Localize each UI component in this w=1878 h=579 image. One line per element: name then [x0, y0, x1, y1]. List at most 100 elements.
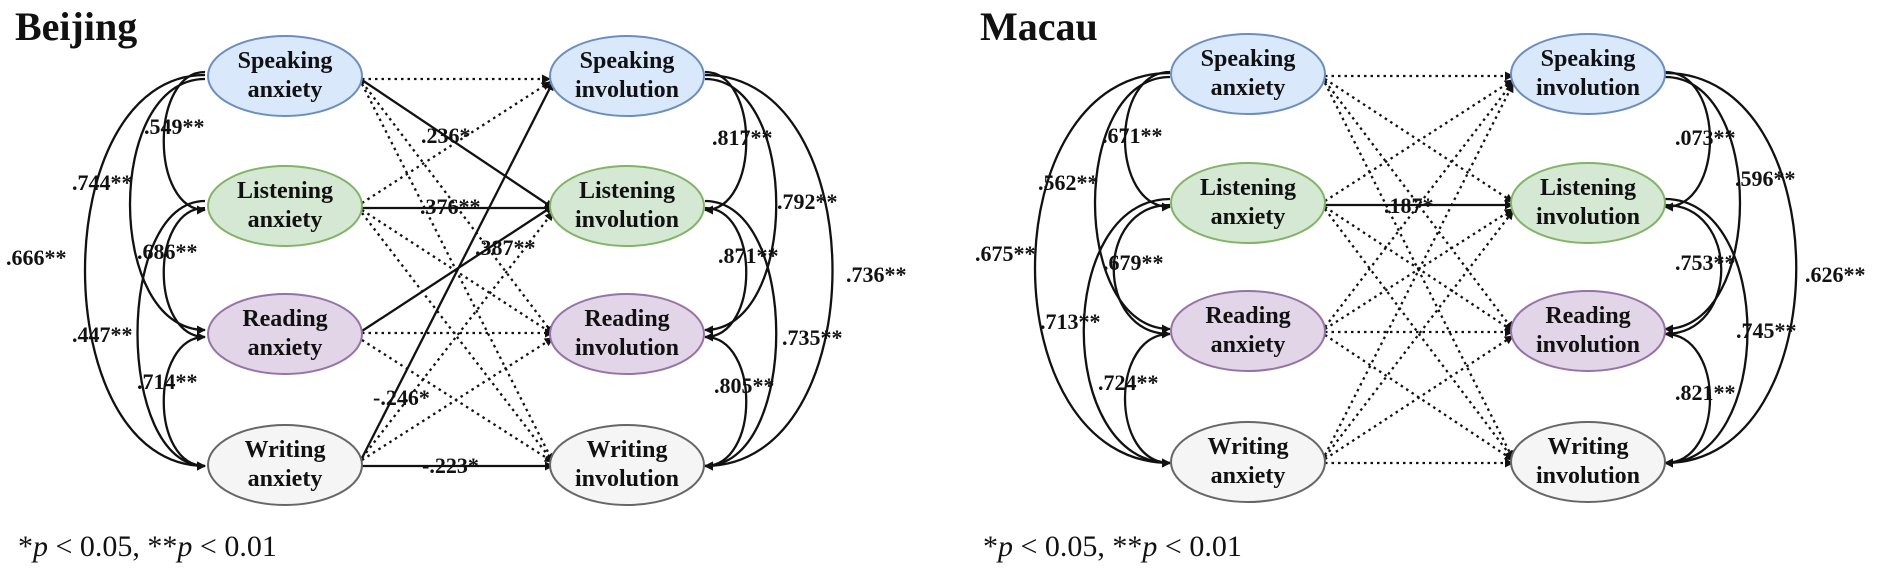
involution-nodes: Speaking involution Listening involution… — [549, 35, 705, 506]
node-ellipse — [1510, 33, 1666, 115]
node-line2: anxiety — [248, 77, 323, 103]
path-listening-reading — [361, 209, 554, 335]
node-line2: involution — [575, 207, 679, 233]
node-line1: Reading — [1205, 303, 1290, 329]
footnote-part: p — [996, 530, 1013, 563]
corr-curve-l-w — [1082, 197, 1171, 468]
inv-curve-l-w — [704, 199, 778, 471]
corr-curve-s-w — [84, 73, 206, 471]
node-line2: involution — [1536, 463, 1640, 489]
path-speaking-writing — [1323, 82, 1515, 460]
node-speaking-involution[interactable]: Speaking involution — [549, 35, 705, 117]
node-reading-involution[interactable]: Reading involution — [1510, 290, 1666, 372]
node-listening-involution[interactable]: Listening involution — [549, 165, 705, 247]
path-coefficient-labels: .187* — [1384, 193, 1434, 218]
node-line2: anxiety — [248, 466, 323, 492]
inv-curve-s-r — [704, 77, 778, 335]
node-ellipse — [1170, 421, 1326, 503]
coef-label: .626** — [1805, 262, 1866, 287]
node-writing-anxiety[interactable]: Writing anxiety — [207, 424, 363, 506]
node-listening-involution[interactable]: Listening involution — [1510, 162, 1666, 244]
coef-label: .447** — [72, 322, 133, 347]
coef-label: -.246* — [373, 385, 430, 410]
node-reading-anxiety[interactable]: Reading anxiety — [1170, 290, 1326, 372]
inv-curve-s-w — [1664, 71, 1798, 468]
node-listening-anxiety[interactable]: Listening anxiety — [207, 165, 363, 247]
footnote-text: *p < 0.05, **p < 0.01 — [983, 530, 1242, 563]
coef-label: .675** — [975, 241, 1036, 266]
node-line2: involution — [575, 335, 679, 361]
node-line2: involution — [1536, 204, 1640, 230]
node-line1: Speaking — [580, 48, 675, 74]
anxiety-correlation-curves — [84, 70, 206, 471]
node-writing-involution[interactable]: Writing involution — [1510, 421, 1666, 503]
anxiety-correlation-labels: .671** .562** .679** .675** .713** .724*… — [975, 123, 1164, 395]
coef-label: .736** — [846, 262, 907, 287]
node-line1: Writing — [587, 437, 668, 463]
node-line1: Writing — [245, 437, 326, 463]
anxiety-nodes: Speaking anxiety Listening anxiety Readi… — [1170, 33, 1326, 503]
node-writing-involution[interactable]: Writing involution — [549, 424, 705, 506]
inv-curve-r-w — [1664, 332, 1712, 468]
coef-label: .666** — [6, 245, 67, 270]
footnote-part: < 0.05, ** — [1013, 530, 1142, 563]
panel-macau: Macau — [975, 4, 1866, 563]
path-speaking-listening — [361, 79, 554, 209]
node-line2: anxiety — [248, 335, 323, 361]
node-line2: involution — [575, 466, 679, 492]
node-ellipse — [1510, 421, 1666, 503]
coef-label: .817** — [712, 125, 773, 150]
involution-correlation-labels: .817** .792** .871** .736** .735** .805*… — [712, 125, 907, 398]
node-line1: Speaking — [1201, 46, 1296, 72]
node-listening-anxiety[interactable]: Listening anxiety — [1170, 162, 1326, 244]
corr-curve-s-r — [1093, 75, 1171, 334]
node-speaking-anxiety[interactable]: Speaking anxiety — [207, 35, 363, 117]
path-listening-speaking — [1324, 79, 1514, 202]
coef-label: .753** — [1675, 250, 1736, 275]
node-line2: involution — [1536, 332, 1640, 358]
node-reading-involution[interactable]: Reading involution — [549, 293, 705, 375]
corr-curve-s-r — [128, 77, 206, 335]
node-ellipse — [207, 424, 363, 506]
node-line2: anxiety — [1211, 463, 1286, 489]
anxiety-correlation-curves — [1033, 70, 1171, 468]
node-line1: Listening — [579, 178, 675, 204]
coef-label: .387** — [475, 235, 536, 260]
corr-curve-l-r — [1112, 203, 1171, 339]
path-listening-writing — [361, 212, 554, 463]
coef-label: .686** — [137, 239, 198, 264]
coef-label: -.223* — [422, 453, 479, 478]
path-listening-writing — [1324, 208, 1514, 460]
node-line2: anxiety — [1211, 332, 1286, 358]
node-line1: Reading — [584, 306, 669, 332]
footnote-part: < 0.05, ** — [48, 530, 177, 563]
node-reading-anxiety[interactable]: Reading anxiety — [207, 293, 363, 375]
involution-nodes: Speaking involution Listening involution… — [1510, 33, 1666, 503]
coef-label: .871** — [718, 243, 779, 268]
node-ellipse — [549, 424, 705, 506]
footnote-part: < 0.01 — [1157, 530, 1241, 563]
coef-label: .671** — [1102, 123, 1163, 148]
node-speaking-involution[interactable]: Speaking involution — [1510, 33, 1666, 115]
node-line1: Writing — [1548, 434, 1629, 460]
coef-label: .735** — [782, 325, 843, 350]
node-speaking-anxiety[interactable]: Speaking anxiety — [1170, 33, 1326, 115]
node-ellipse — [549, 35, 705, 117]
panel-beijing: Beijing — [6, 4, 907, 563]
corr-curve-r-w — [162, 335, 206, 471]
path-arrows — [360, 74, 555, 471]
node-ellipse — [1170, 33, 1326, 115]
footnote-text: *p < 0.05, **p < 0.01 — [18, 530, 277, 563]
node-line1: Reading — [1545, 303, 1630, 329]
anxiety-nodes: Speaking anxiety Listening anxiety Readi… — [207, 35, 363, 506]
node-line1: Writing — [1208, 434, 1289, 460]
node-ellipse — [1510, 162, 1666, 244]
path-writing-speaking — [360, 81, 555, 459]
node-ellipse — [549, 293, 705, 375]
inv-curve-s-w — [704, 73, 834, 471]
node-line1: Listening — [237, 178, 333, 204]
coef-label: .679** — [1103, 250, 1164, 275]
node-writing-anxiety[interactable]: Writing anxiety — [1170, 421, 1326, 503]
path-coefficient-labels: .236* .376** .387** -.246* -.223* — [373, 123, 536, 478]
